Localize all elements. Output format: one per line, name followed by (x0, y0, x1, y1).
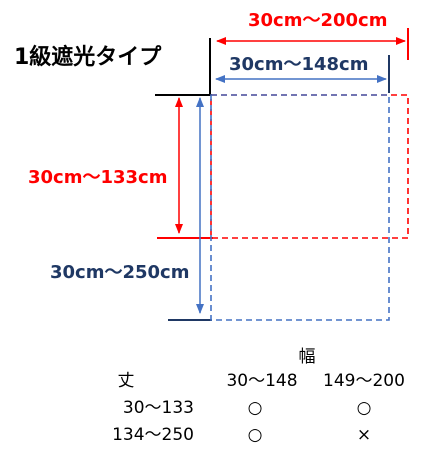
column-header-1: 30〜148 (226, 371, 297, 391)
row-label-2: 134〜250 (112, 425, 194, 445)
cell-r2-c2: × (357, 425, 371, 445)
availability-table: 幅 丈 30〜148 149〜200 30〜133 ○ ○ 134〜250 ○ … (112, 347, 405, 445)
blue-height-label: 30cm〜250cm (50, 262, 189, 283)
product-title: 1級遮光タイプ (14, 44, 162, 70)
width-header: 幅 (299, 347, 316, 367)
blue-width-label: 30cm〜148cm (229, 54, 368, 75)
blind-outline-red (210, 94, 409, 239)
row-label-1: 30〜133 (123, 398, 194, 418)
column-header-2: 149〜200 (323, 371, 405, 391)
cell-r2-c1: ○ (248, 425, 263, 445)
height-header: 丈 (118, 371, 135, 391)
cell-r1-c2: ○ (357, 398, 372, 418)
red-width-label: 30cm〜200cm (248, 10, 387, 31)
cell-r1-c1: ○ (248, 398, 263, 418)
red-height-label: 30cm〜133cm (28, 167, 167, 188)
blind-outline-blue (210, 94, 390, 321)
